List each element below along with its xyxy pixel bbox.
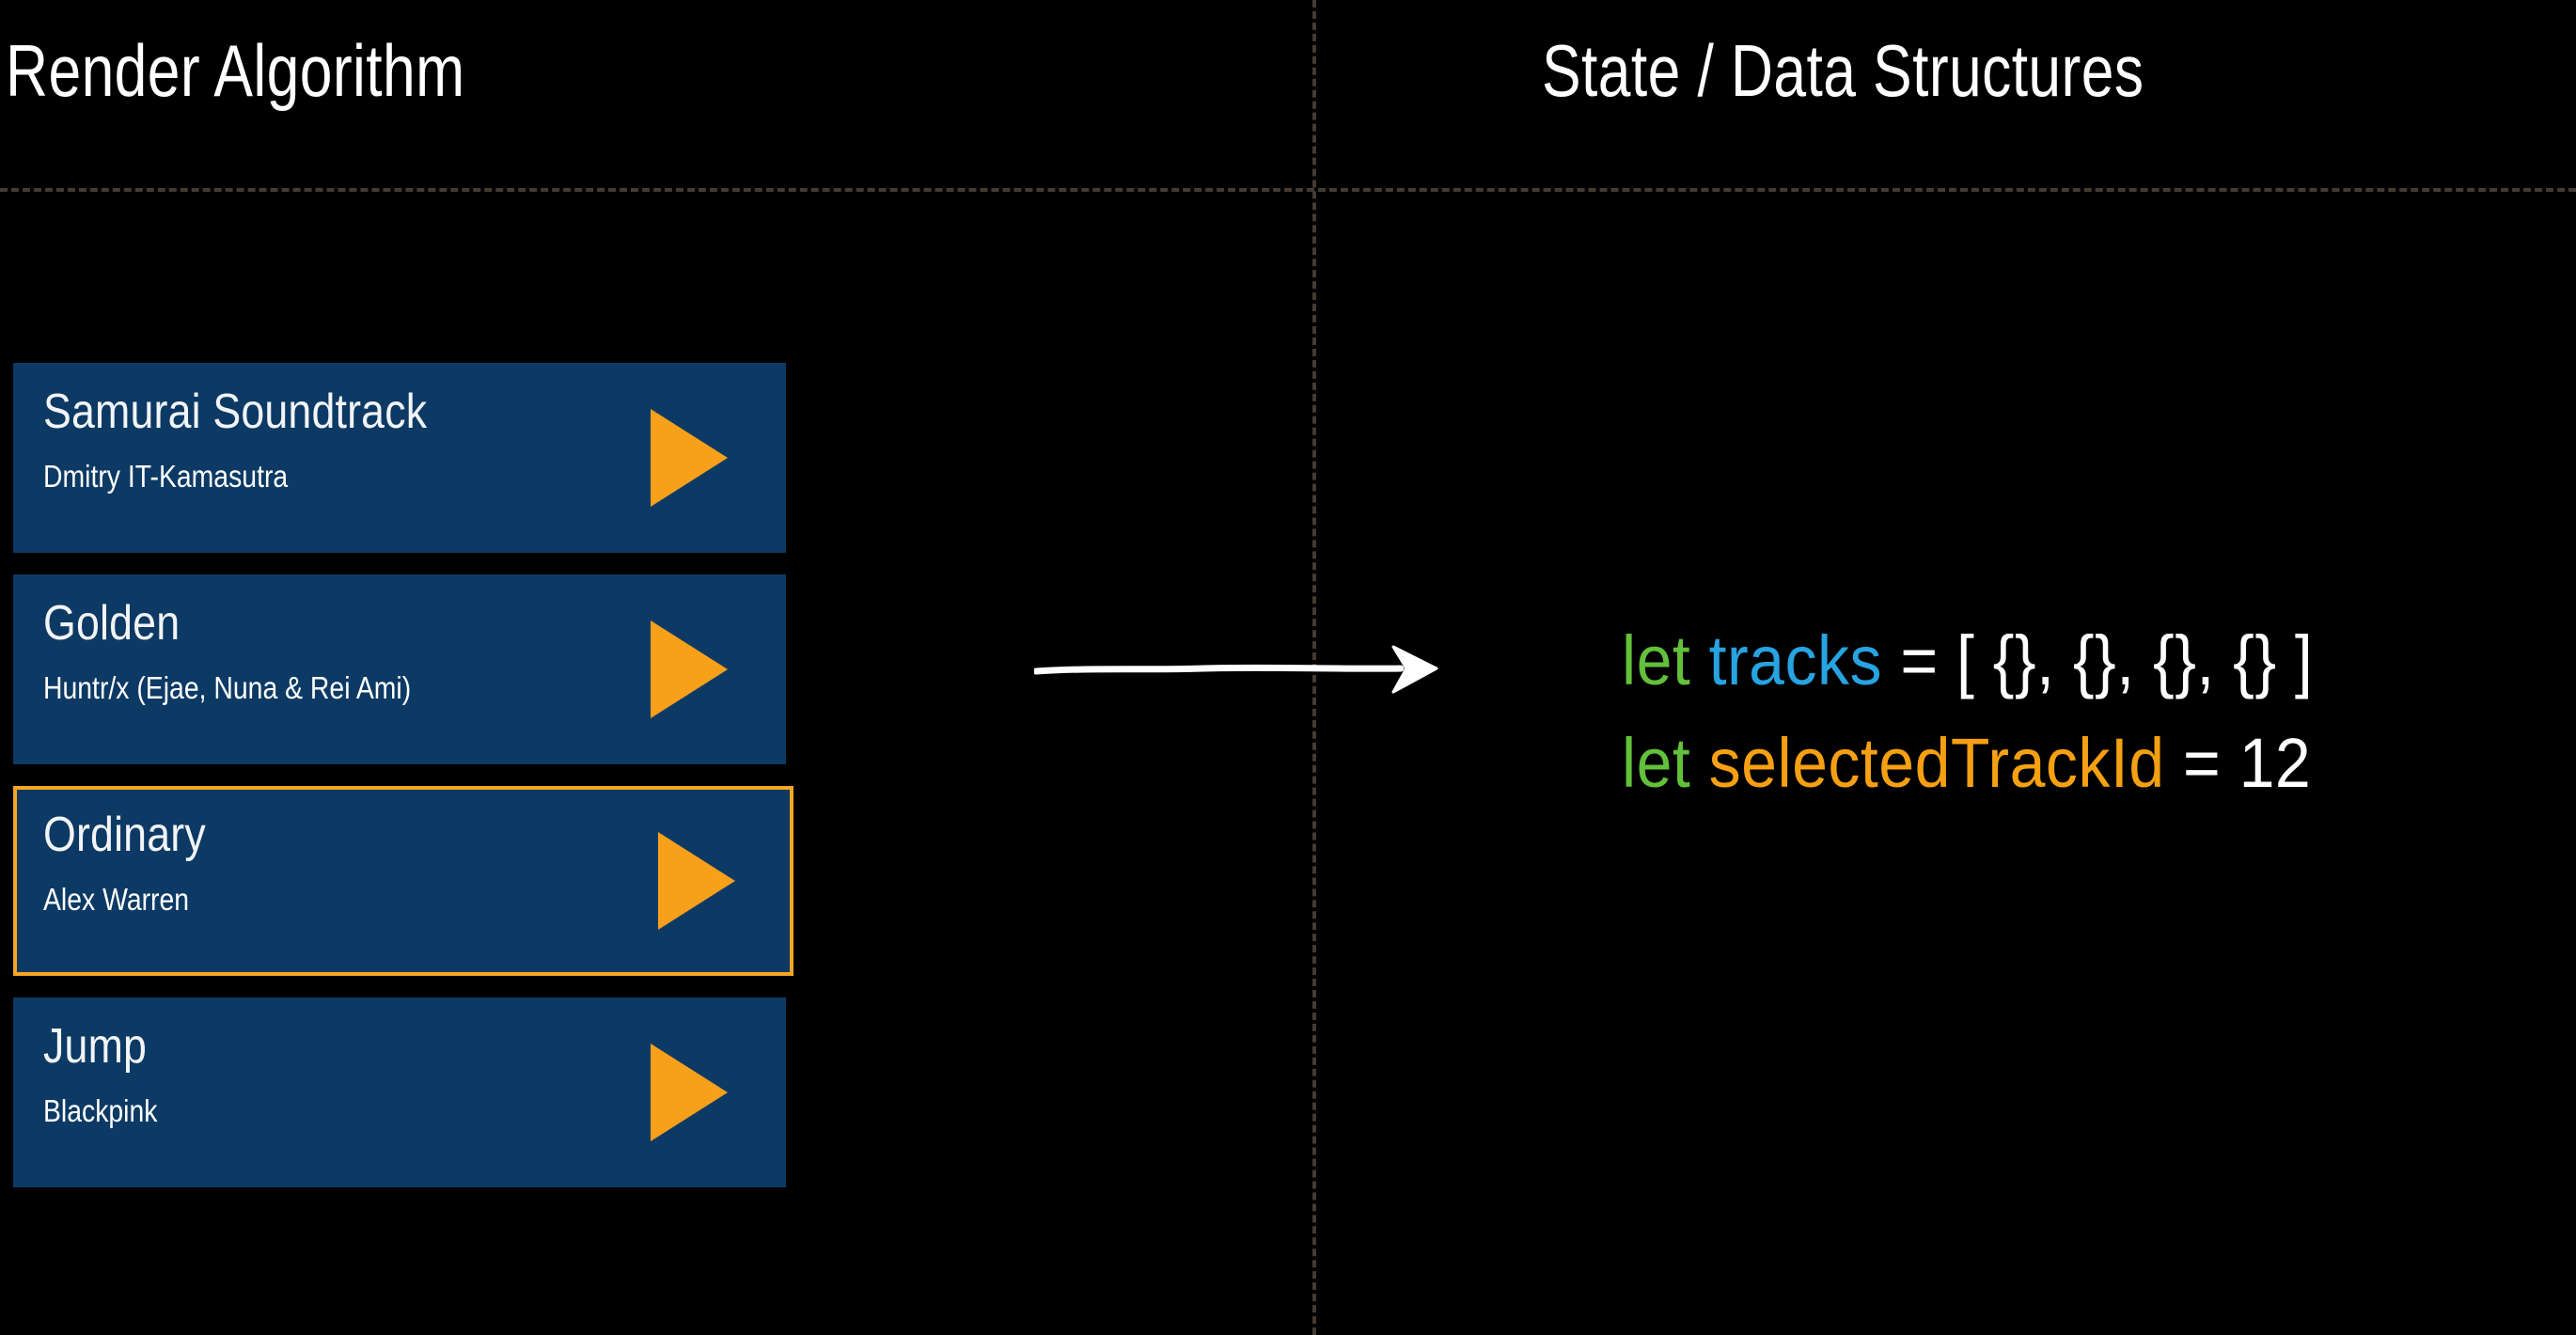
state-code-block: let tracks = [ {}, {}, {}, {} ] let sele… xyxy=(1622,620,2373,825)
track-title: Ordinary xyxy=(43,808,206,862)
code-token-space xyxy=(1690,724,1708,802)
page-title-render-algorithm: Render Algorithm xyxy=(6,29,465,112)
code-token-property: selectedTrackId xyxy=(1708,724,2165,803)
page-title-state-data-structures: State / Data Structures xyxy=(1542,29,2144,112)
code-token-space xyxy=(1690,621,1708,699)
code-token-value: = [ {}, {}, {}, {} ] xyxy=(1881,621,2314,699)
play-triangle-icon[interactable] xyxy=(651,1044,728,1141)
track-artist: Dmitry IT-Kamasutra xyxy=(43,459,289,494)
code-token-operator: = xyxy=(2164,724,2239,803)
code-line-selected-track-id: let selectedTrackId = 12 xyxy=(1622,723,2313,803)
code-token-keyword: let xyxy=(1622,724,1691,803)
track-title: Jump xyxy=(43,1019,148,1074)
track-title: Samurai Soundtrack xyxy=(43,385,428,439)
play-triangle-icon[interactable] xyxy=(658,832,735,930)
code-token-variable: tracks xyxy=(1708,621,1882,699)
arrow-right-icon xyxy=(1032,636,1485,701)
code-line-tracks: let tracks = [ {}, {}, {}, {} ] xyxy=(1622,620,2313,700)
track-artist: Alex Warren xyxy=(43,882,190,917)
code-token-number: 12 xyxy=(2238,724,2312,803)
track-artist: Huntr/x (Ejae, Nuna & Rei Ami) xyxy=(43,670,412,705)
play-triangle-icon[interactable] xyxy=(651,620,728,718)
code-token-keyword: let xyxy=(1622,621,1691,699)
track-artist: Blackpink xyxy=(43,1093,158,1128)
play-triangle-icon[interactable] xyxy=(651,409,728,507)
horizontal-divider xyxy=(0,188,2576,192)
track-title: Golden xyxy=(43,596,181,651)
